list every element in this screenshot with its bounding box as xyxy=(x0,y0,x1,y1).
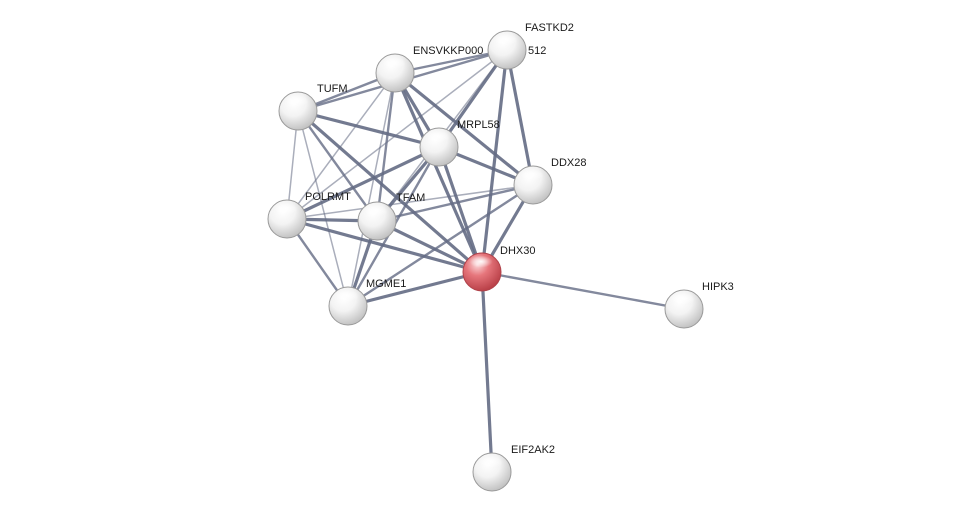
edge-tufm-tfam[interactable] xyxy=(296,109,379,223)
edge-fastkd2-mrpl58[interactable] xyxy=(437,48,509,149)
node-label-mrpl58: MRPL58 xyxy=(457,119,500,131)
node-label-ddx28: DDX28 xyxy=(551,157,586,169)
edge-mgme1-ddx28[interactable] xyxy=(346,183,535,308)
edge-ensvkkp-mgme1[interactable] xyxy=(347,72,396,307)
node-mrpl58[interactable] xyxy=(419,127,459,167)
edge-dhx30-ensvkkp[interactable] xyxy=(393,71,484,274)
node-shine-tfam xyxy=(364,204,388,217)
node-label-hipk3: HIPK3 xyxy=(702,281,734,293)
edge-ensvkkp-polrmt[interactable] xyxy=(286,72,396,220)
node-shine-fastkd2 xyxy=(494,33,518,46)
node-tufm[interactable] xyxy=(278,91,318,131)
node-label-mgme1: MGME1 xyxy=(366,278,406,290)
node-label-ensvkkp: ENSVKKP000 xyxy=(413,45,483,57)
node-label-eif2ak2: EIF2AK2 xyxy=(511,444,555,456)
edge-fastkd2-polrmt[interactable] xyxy=(286,49,508,220)
node-shine-mgme1 xyxy=(335,289,359,302)
node-ddx28[interactable] xyxy=(513,165,553,205)
edge-tufm-mrpl58[interactable] xyxy=(296,109,441,149)
edge-tfam-ddx28[interactable] xyxy=(375,183,535,223)
node-fastkd2[interactable] xyxy=(487,30,527,70)
node-dhx30[interactable] xyxy=(462,252,502,292)
node-shine-ensvkkp xyxy=(382,56,406,69)
node-polrmt[interactable] xyxy=(267,199,307,239)
label-fragment: 512 xyxy=(528,45,546,57)
node-label-dhx30: DHX30 xyxy=(500,245,535,257)
node-shine-tufm xyxy=(285,94,309,107)
node-shine-polrmt xyxy=(274,202,298,215)
node-label-tufm: TUFM xyxy=(317,83,348,95)
edge-dhx30-fastkd2[interactable] xyxy=(480,48,509,274)
edge-mrpl58-polrmt[interactable] xyxy=(285,145,441,221)
edge-dhx30-mgme1[interactable] xyxy=(346,270,484,308)
node-mgme1[interactable] xyxy=(328,286,368,326)
edge-tufm-mgme1[interactable] xyxy=(297,110,349,307)
node-label-polrmt: POLRMT xyxy=(305,191,351,203)
node-shine-ddx28 xyxy=(520,168,544,181)
edge-fastkd2-ddx28[interactable] xyxy=(505,48,535,187)
node-label-tfam: TFAM xyxy=(396,192,425,204)
node-label-fastkd2: FASTKD2 xyxy=(525,22,574,34)
edge-dhx30-polrmt[interactable] xyxy=(285,217,484,274)
node-shine-mrpl58 xyxy=(426,130,450,143)
edge-dhx30-tufm[interactable] xyxy=(296,109,484,274)
edge-dhx30-hipk3[interactable] xyxy=(480,270,686,311)
edge-dhx30-eif2ak2[interactable] xyxy=(480,270,494,474)
edge-polrmt-ddx28[interactable] xyxy=(286,184,534,220)
node-shine-hipk3 xyxy=(671,292,695,305)
node-ensvkkp[interactable] xyxy=(375,53,415,93)
node-eif2ak2[interactable] xyxy=(472,452,512,492)
edge-ensvkkp-ddx28[interactable] xyxy=(393,71,535,187)
node-shine-dhx30 xyxy=(469,255,493,268)
edge-ensvkkp-tfam[interactable] xyxy=(375,71,397,223)
node-tfam[interactable] xyxy=(357,201,397,241)
nodes-layer xyxy=(267,30,704,492)
node-shine-eif2ak2 xyxy=(479,455,503,468)
edge-dhx30-mrpl58[interactable] xyxy=(437,145,484,274)
node-hipk3[interactable] xyxy=(664,289,704,329)
